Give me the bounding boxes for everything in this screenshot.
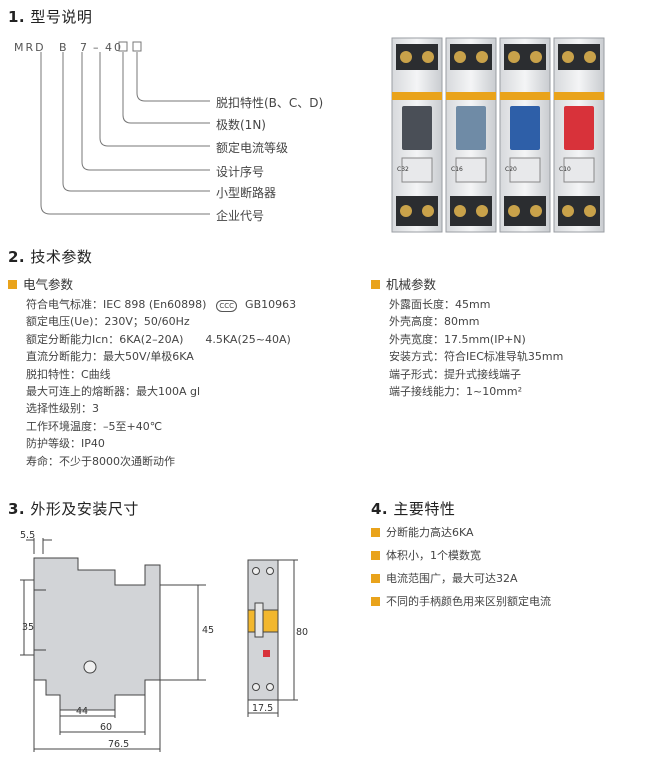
mount-clip [83,660,97,674]
product-photo: C32 C16 C20 C10 [391,37,605,233]
param-line: 外壳高度：80mm [389,315,480,329]
dim-label: 44 [76,706,88,717]
dim-label: 35 [22,622,34,633]
breaker-unit [391,37,443,233]
dim-label: 5.5 [20,530,35,541]
dim-label: 17.5 [252,703,273,714]
feature-item: 分断能力高达6KA [371,521,551,544]
feature-text: 分断能力高达6KA [386,526,474,539]
mechanical-list: 外露面长度：45mm 外壳高度：80mm 外壳宽度：17.5mm(IP+N) 安… [389,296,563,400]
param-line: 工作环境温度：–5至+40℃ [26,419,163,433]
model-code-diagram [40,41,210,215]
feature-item: 不同的手柄颜色用来区别额定电流 [371,590,551,613]
dim-label: 60 [100,722,112,733]
electrical-heading-text: 电气参数 [23,277,74,292]
param-line: 脱扣特性：C曲线 [26,367,111,381]
param-line: 直流分断能力：最大50V/单极6KA [26,350,194,364]
bracket-line [81,52,210,171]
param-line: 端子接线能力：1~10mm² [389,385,523,399]
bracket-line [62,52,210,192]
electrical-heading: 电气参数 [8,274,73,293]
bullet-square [8,280,17,289]
feature-text: 体积小，1个模数宽 [386,549,481,562]
breaker-unit [553,37,605,233]
model-code-part: MRD [14,41,46,54]
section1-title: 型号说明 [30,8,93,26]
dim-label: 80 [296,627,308,638]
bullet-square [371,550,380,560]
rating-label: C32 [397,166,409,173]
param-line: 符合电气标准：IEC 898 (En60898) CCC GB10963 [26,296,296,313]
breaker-body [33,557,161,711]
bullet-square [371,280,380,289]
param-line: 寿命：不少于8000次通断动作 [26,454,175,468]
section3-heading: 3. 外形及安装尺寸 [8,498,139,519]
feature-list: 分断能力高达6KA 体积小，1个模数宽 电流范围广，最大可达32A 不同的手柄颜… [371,521,551,613]
category-label: 极数(1N) [216,118,266,132]
section1-number: 1. [8,8,26,26]
front-view-drawing: 80 17.5 [247,559,308,717]
category-label: 企业代号 [216,209,265,223]
section2-title: 技术参数 [30,248,93,266]
param-text: GB10963 [245,298,297,311]
category-label: 小型断路器 [216,186,277,200]
param-line: 端子形式：提升式接线端子 [389,367,521,381]
section2-number: 2. [8,248,26,266]
category-label: 脱扣特性(B、C、D) [216,96,324,110]
category-label: 设计序号 [216,165,265,179]
blank-box [132,41,142,52]
param-line: 外露面长度：45mm [389,298,491,311]
electrical-list: 符合电气标准：IEC 898 (En60898) CCC GB10963 额定电压(… [26,296,296,470]
section3-title: 外形及安装尺寸 [30,500,139,518]
feature-item: 电流范围广，最大可达32A [371,567,551,590]
bullet-square [371,596,380,606]
param-text: 额定分断能力Icn：6KA(2–20A) [26,332,184,346]
model-code: MRD [14,41,46,54]
feature-item: 体积小，1个模数宽 [371,544,551,567]
model-code-part: 7 [80,41,89,54]
param-line: 安装方式：符合IEC标准导轨35mm [389,350,564,364]
rating-label: C10 [559,166,571,173]
section1-heading: 1. 型号说明 [8,6,92,27]
param-line: 选择性级别：3 [26,402,99,416]
section3-number: 3. [8,500,26,518]
blank-box [118,41,128,52]
bracket-line [99,52,210,147]
rating-label: C16 [451,166,463,173]
bracket-line [40,52,210,215]
category-label: 额定电流等级 [216,141,289,155]
rating-label: C20 [505,166,517,173]
model-code-part: B [59,41,69,54]
mechanical-heading: 机械参数 [371,274,436,293]
breaker-unit [445,37,497,233]
param-line: 外壳宽度：17.5mm(IP+N) [389,332,526,346]
feature-text: 电流范围广，最大可达32A [386,572,518,585]
param-line: 额定电压(Ue)：230V；50/60Hz [26,315,190,329]
model-code-part: 40 [105,41,123,54]
bullet-square [371,573,380,583]
bracket-line [136,52,210,102]
param-line: 最大可连上的熔断器：最大100A gl [26,385,201,399]
section4-heading: 4. 主要特性 [371,498,455,519]
model-code-part: – [93,41,101,54]
dim-label: 45 [202,625,214,636]
mechanical-heading-text: 机械参数 [386,277,437,292]
param-line: 额定分断能力Icn：6KA(2–20A) 4.5KA(25~40A) [26,331,296,348]
dim-label: 76.5 [108,739,129,750]
section2-heading: 2. 技术参数 [8,246,92,267]
section4-number: 4. [371,500,389,518]
bullet-square [371,527,380,537]
side-view-drawing: 5.5 35 45 44 60 76.5 [20,530,214,752]
bracket-line [122,52,210,124]
section4-title: 主要特性 [393,500,456,518]
feature-text: 不同的手柄颜色用来区别额定电流 [386,595,551,608]
param-text: 符合电气标准：IEC 898 (En60898) [26,298,207,311]
param-text: 4.5KA(25~40A) [205,332,291,346]
breaker-unit [499,37,551,233]
param-line: 防护等级：IP40 [26,437,105,451]
ccc-icon: CCC [216,300,238,312]
